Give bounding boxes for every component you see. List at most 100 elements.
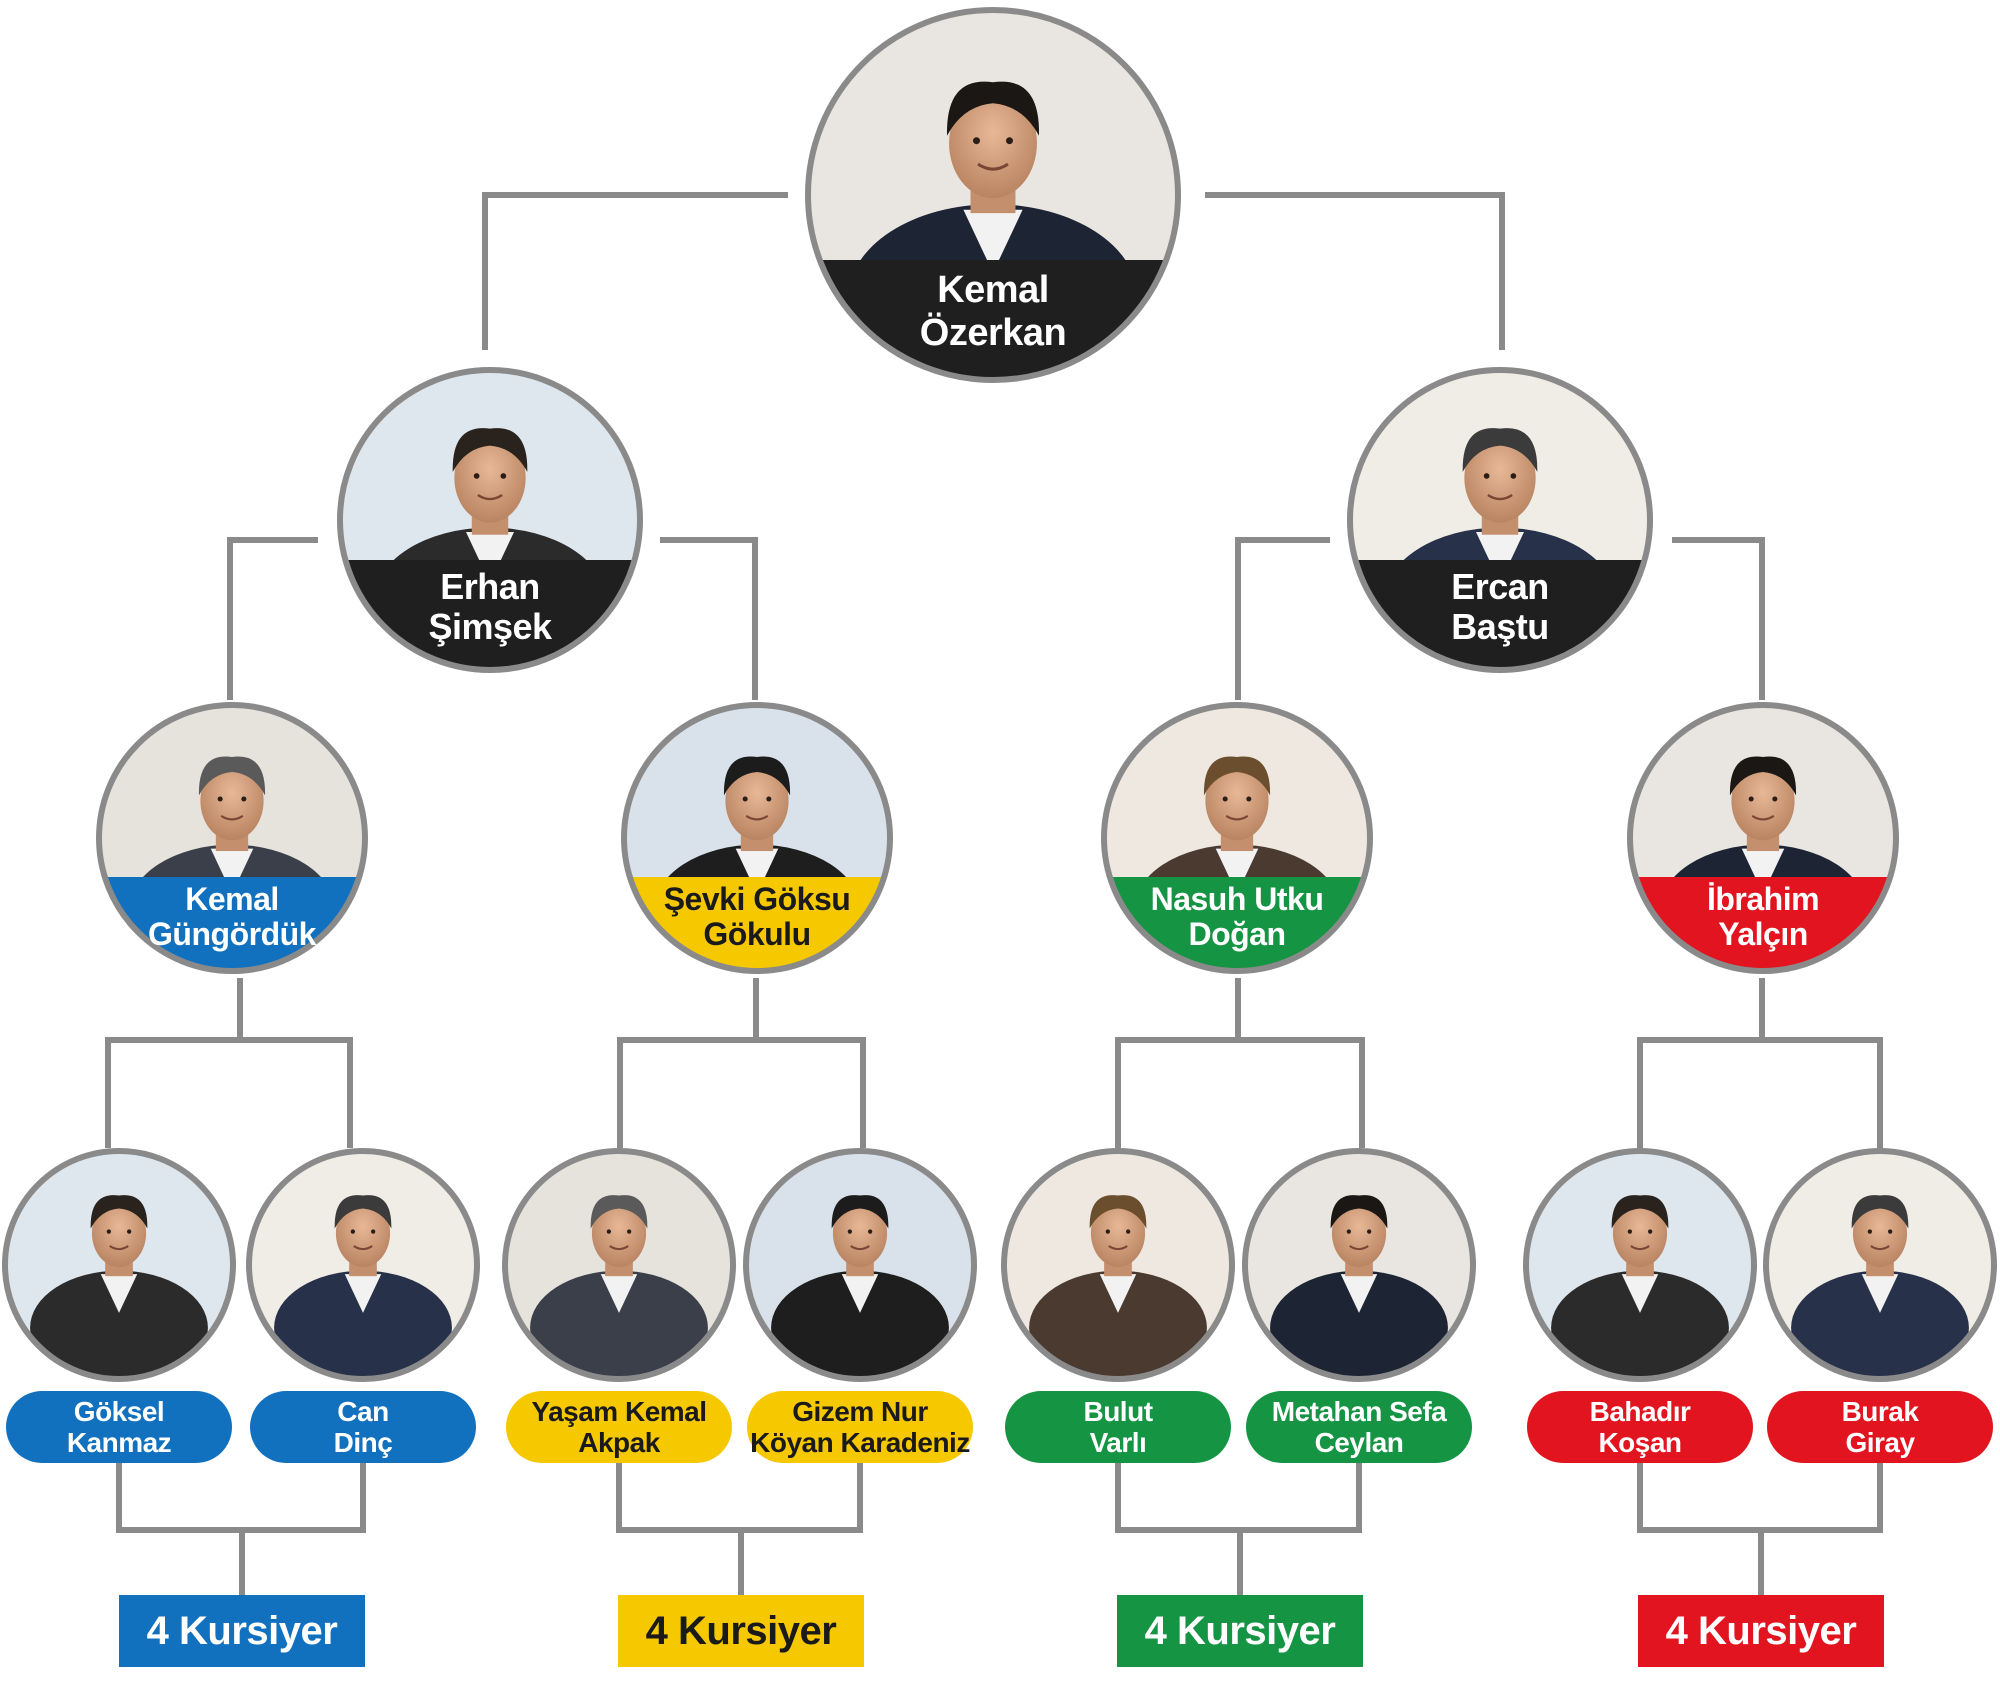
photo-eye bbox=[742, 796, 748, 802]
connector-l2-bracket bbox=[1637, 1037, 1883, 1148]
photo-face bbox=[454, 433, 526, 523]
name-pill bbox=[1527, 1391, 1753, 1463]
photo-face bbox=[1331, 1199, 1387, 1267]
photo-ring bbox=[96, 702, 368, 974]
level3-node-1 bbox=[246, 1148, 480, 1463]
level3-node-3 bbox=[743, 1148, 977, 1463]
photo-ring bbox=[743, 1148, 977, 1382]
photo-eye bbox=[473, 473, 480, 479]
connector-lines bbox=[105, 192, 1883, 1595]
level3-node-4 bbox=[1001, 1148, 1235, 1463]
portrait-photo bbox=[746, 1151, 974, 1379]
photo-eye bbox=[627, 1229, 632, 1234]
photo-suit bbox=[530, 1270, 708, 1379]
level2-node-0 bbox=[96, 702, 368, 974]
connector-root-left bbox=[482, 192, 788, 350]
photo-shirt bbox=[1741, 848, 1785, 894]
photo-ring bbox=[337, 367, 643, 673]
level3-node-7 bbox=[1763, 1148, 1997, 1463]
name-band bbox=[1630, 877, 1896, 971]
root-node bbox=[805, 7, 1181, 383]
portrait-photo bbox=[1104, 705, 1370, 971]
photo-eye bbox=[1510, 473, 1517, 479]
photo-ring bbox=[502, 1148, 736, 1382]
name-band bbox=[340, 560, 640, 670]
portrait-photo bbox=[1245, 1151, 1473, 1379]
group-count-green: 4 Kursiyer bbox=[1117, 1595, 1363, 1667]
photo-shirt bbox=[466, 532, 514, 583]
photo-eye bbox=[350, 1229, 355, 1234]
photo-eye bbox=[1888, 1229, 1893, 1234]
connector-l2-bracket bbox=[105, 1037, 353, 1148]
photo-shirt bbox=[210, 848, 254, 894]
photo-ring bbox=[805, 7, 1181, 383]
photo-shirt bbox=[735, 848, 779, 894]
photo-hair bbox=[831, 1195, 889, 1229]
name-band bbox=[624, 877, 890, 971]
photo-mouth bbox=[745, 814, 769, 821]
photo-mouth bbox=[353, 1245, 373, 1251]
portrait-photo bbox=[249, 1151, 477, 1379]
name-pill bbox=[1005, 1391, 1231, 1463]
portrait-photo bbox=[1004, 1151, 1232, 1379]
photo-hair bbox=[1611, 1195, 1669, 1229]
photo-face bbox=[1205, 761, 1269, 841]
photo-shirt bbox=[100, 1274, 138, 1313]
connector-l2-bracket bbox=[617, 1037, 866, 1148]
name-pill bbox=[1246, 1391, 1472, 1463]
photo-eye bbox=[1648, 1229, 1653, 1234]
photo-mouth bbox=[1349, 1245, 1369, 1251]
connector-erhan-left bbox=[227, 537, 318, 700]
level3-node-5 bbox=[1242, 1148, 1476, 1463]
photo-mouth bbox=[220, 814, 244, 821]
photo-eye bbox=[1627, 1229, 1632, 1234]
photo-mouth bbox=[977, 162, 1009, 171]
level3-node-2 bbox=[502, 1148, 736, 1463]
photo-suit bbox=[274, 1270, 452, 1379]
level2-node-2 bbox=[1101, 702, 1373, 974]
photo-shirt bbox=[1340, 1274, 1378, 1313]
group-count-blue: 4 Kursiyer bbox=[119, 1595, 365, 1667]
photo-shirt bbox=[344, 1274, 382, 1313]
photo-ring bbox=[1101, 702, 1373, 974]
nodes-layer bbox=[2, 7, 1997, 1463]
photo-eye bbox=[1126, 1229, 1131, 1234]
photo-eye bbox=[1346, 1229, 1351, 1234]
photo-eye bbox=[973, 137, 981, 145]
portrait-photo bbox=[1630, 705, 1896, 971]
portrait-photo bbox=[1766, 1151, 1994, 1379]
photo-eye bbox=[847, 1229, 852, 1234]
photo-hair bbox=[1851, 1195, 1909, 1229]
photo-suit bbox=[1791, 1270, 1969, 1379]
photo-hair bbox=[452, 428, 528, 472]
photo-hair bbox=[1462, 428, 1538, 472]
photo-eye bbox=[1772, 796, 1778, 802]
photo-mouth bbox=[1751, 814, 1775, 821]
photo-suit bbox=[30, 1270, 208, 1379]
photo-eye bbox=[868, 1229, 873, 1234]
photo-ring bbox=[2, 1148, 236, 1382]
connector-l2-bracket bbox=[1115, 1037, 1365, 1148]
photo-eye bbox=[606, 1229, 611, 1234]
level2-node-3 bbox=[1627, 702, 1899, 974]
connector-l3-bracket bbox=[616, 1463, 863, 1533]
photo-eye bbox=[127, 1229, 132, 1234]
photo-hair bbox=[947, 81, 1039, 136]
photo-face bbox=[200, 761, 264, 841]
photo-hair bbox=[1203, 756, 1271, 796]
photo-eye bbox=[1246, 796, 1252, 802]
photo-face bbox=[1090, 1199, 1146, 1267]
photo-mouth bbox=[1630, 1245, 1650, 1251]
photo-shirt bbox=[1476, 532, 1524, 583]
photo-eye bbox=[1483, 473, 1490, 479]
name-pill bbox=[1767, 1391, 1993, 1463]
group-count-yellow: 4 Kursiyer bbox=[618, 1595, 864, 1667]
photo-hair bbox=[334, 1195, 392, 1229]
photo-hair bbox=[723, 756, 791, 796]
portrait-photo bbox=[5, 1151, 233, 1379]
photo-mouth bbox=[1487, 493, 1513, 501]
photo-mouth bbox=[477, 493, 503, 501]
photo-shirt bbox=[600, 1274, 638, 1313]
level1-node-0 bbox=[337, 367, 643, 673]
